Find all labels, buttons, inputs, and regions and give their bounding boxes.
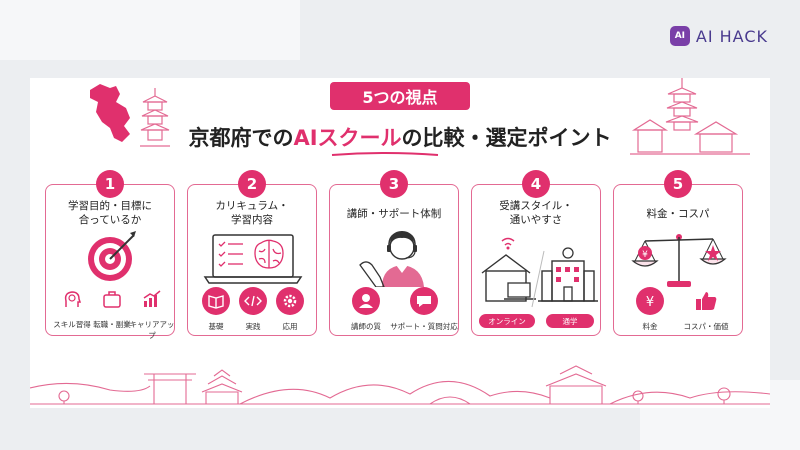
- brand-logo[interactable]: AI AI HACK: [669, 26, 768, 46]
- card-title: 学習目的・目標に 合っているか: [50, 199, 170, 227]
- sub-label: サポート・質問対応: [390, 322, 458, 331]
- card-title: 料金・コスパ: [618, 207, 738, 221]
- card-learning-style: 受講スタイル・ 通いやすさ: [471, 184, 601, 336]
- online-home-icon: [481, 237, 536, 302]
- card-title-line: 講師・サポート体制: [346, 208, 442, 220]
- title-prefix: 京都府での: [188, 126, 294, 150]
- school-building-icon: [538, 247, 598, 302]
- gear-icon: [276, 287, 304, 315]
- infographic-slide: 5つの視点 京都府でのAIスクールの比較・選定ポイント 学習目的・目標に 合って…: [30, 78, 770, 408]
- balance-scale-icon: ¥: [631, 234, 727, 287]
- sub-label: 転職・副業: [93, 320, 131, 329]
- thumbs-up-icon: [696, 292, 717, 310]
- instructor-headset-icon: [359, 231, 424, 287]
- sub-label: 実践: [245, 322, 261, 331]
- page-title: 京都府でのAIスクールの比較・選定ポイント: [30, 122, 770, 152]
- sub-label: 応用: [282, 322, 298, 331]
- robot-icon: AI: [669, 26, 690, 46]
- sub-label: スキル習得: [53, 320, 91, 329]
- sub-label: 講師の質: [351, 322, 381, 331]
- brain-head-icon: [64, 291, 82, 307]
- card-title-line: 通いやすさ: [509, 214, 563, 226]
- title-underline: [331, 152, 439, 156]
- book-icon: [202, 287, 230, 315]
- card-title-line: 合っているか: [78, 214, 142, 226]
- card-title-line: 料金・コスパ: [646, 208, 710, 220]
- title-suffix: の比較・選定ポイント: [401, 126, 612, 150]
- chat-bubble-icon: [410, 287, 438, 315]
- background-shape: [0, 0, 300, 60]
- kyoto-skyline-illustration: [30, 365, 770, 405]
- kyoto-map-icon: [90, 84, 130, 142]
- title-accent: AIスクール: [293, 126, 402, 150]
- briefcase-icon: [103, 291, 121, 308]
- card-title-line: カリキュラム・: [215, 200, 289, 212]
- instructor-person-icon: [352, 287, 380, 315]
- card-title: カリキュラム・ 学習内容: [192, 199, 312, 227]
- svg-text:¥: ¥: [646, 295, 654, 310]
- card-number: 4: [522, 170, 550, 198]
- code-icon: [239, 287, 267, 315]
- sub-label: キャリアアップ: [129, 320, 175, 340]
- sub-label: 基礎: [208, 322, 224, 331]
- kyoto-townscape-icon: [630, 78, 750, 155]
- card-learning-goals: 学習目的・目標に 合っているか スキル習得 転職・副業 キャリアアップ: [45, 184, 175, 340]
- logo-text: AI HACK: [695, 26, 768, 46]
- growth-chart-icon: [143, 290, 161, 307]
- sub-label: 料金: [642, 322, 658, 331]
- card-number: 5: [664, 170, 692, 198]
- card-title: 講師・サポート体制: [334, 207, 454, 221]
- yen-coin-icon: ¥: [636, 287, 664, 315]
- divider-slash: [531, 250, 545, 308]
- svg-text:¥: ¥: [642, 250, 648, 260]
- card-number: 2: [238, 170, 266, 198]
- card-title-line: 学習目的・目標に: [68, 200, 152, 212]
- five-perspectives-badge: 5つの視点: [330, 82, 470, 110]
- card-curriculum: カリキュラム・ 学習内容 基礎 実践 応用: [187, 184, 317, 336]
- laptop-brain-icon: [203, 234, 303, 284]
- card-instructor-support: 講師・サポート体制 講師の質 サポート・質問対応: [329, 184, 459, 336]
- card-price-value: 料金・コスパ ¥ ¥ 料金 コスパ・価値: [613, 184, 743, 336]
- commute-pill: 通学: [546, 314, 594, 328]
- card-number: 1: [96, 170, 124, 198]
- sub-label: コスパ・価値: [683, 322, 729, 331]
- target-icon: [88, 231, 136, 281]
- card-title: 受講スタイル・ 通いやすさ: [476, 199, 596, 227]
- card-number: 3: [380, 170, 408, 198]
- pagoda-icon: [140, 88, 170, 147]
- card-title-line: 学習内容: [231, 214, 273, 226]
- online-pill: オンライン: [479, 314, 535, 328]
- card-title-line: 受講スタイル・: [499, 200, 573, 212]
